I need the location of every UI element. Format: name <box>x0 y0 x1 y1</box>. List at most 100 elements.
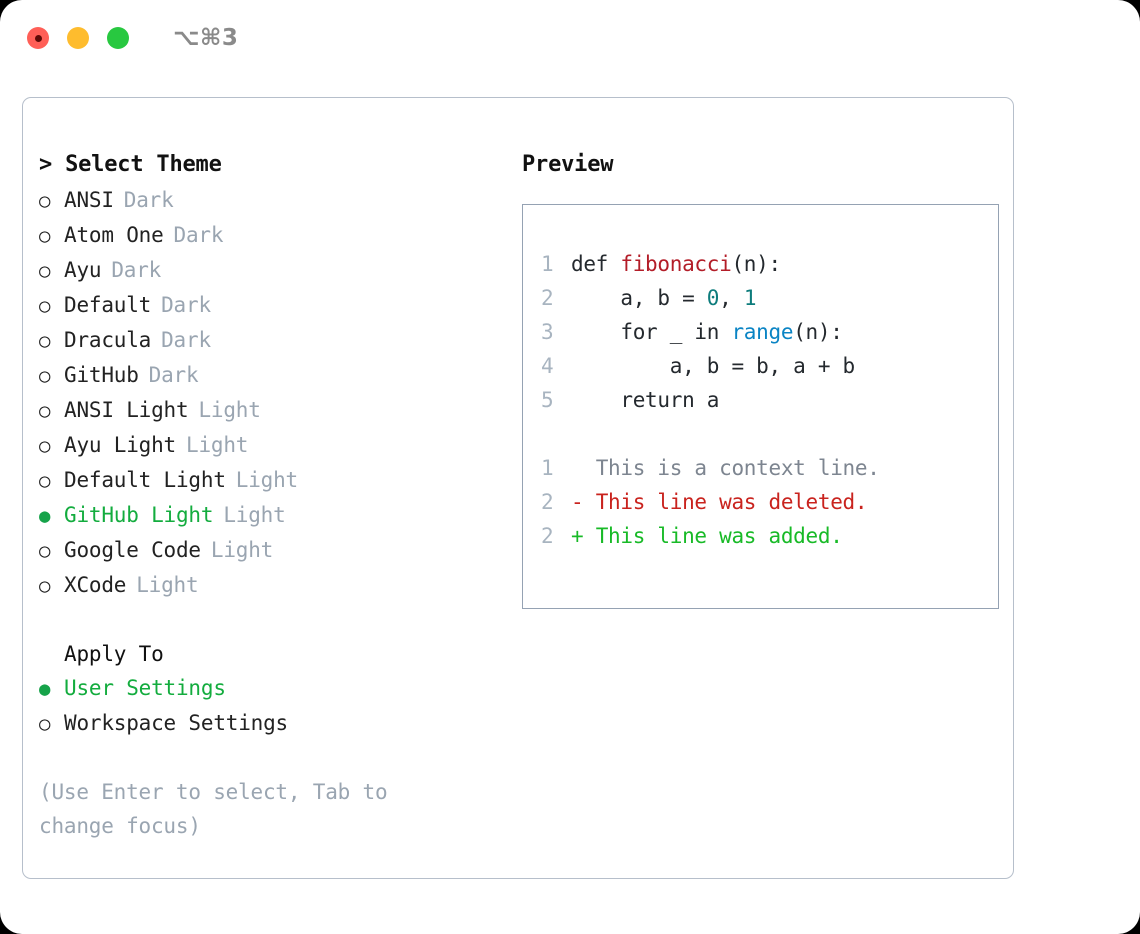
close-button[interactable] <box>27 27 49 49</box>
theme-option-default[interactable]: ○ Default Dark <box>39 288 501 323</box>
title-bar: ⌥⌘3 <box>0 0 1140 76</box>
theme-option-label: Ayu Light <box>64 433 176 457</box>
keyboard-shortcut-label: ⌥⌘3 <box>173 25 239 51</box>
theme-variant-tag: Dark <box>148 363 199 387</box>
radio-unselected-icon: ○ <box>39 330 51 352</box>
list-spacer <box>39 603 501 637</box>
diff-line: 2- This line was deleted. <box>541 485 998 519</box>
line-number: 3 <box>541 320 554 344</box>
radio-unselected-icon: ○ <box>39 225 51 247</box>
radio-unselected-icon: ○ <box>39 260 51 282</box>
theme-option-ansi-light[interactable]: ○ ANSI Light Light <box>39 393 501 428</box>
line-number: 4 <box>541 354 554 378</box>
apply-to-option-label: Workspace Settings <box>64 711 288 735</box>
radio-selected-icon: ● <box>39 678 51 700</box>
maximize-button[interactable] <box>107 27 129 49</box>
theme-variant-tag: Dark <box>123 188 174 212</box>
diff-sample: 1 This is a context line.2- This line wa… <box>541 451 998 553</box>
theme-variant-tag: Light <box>235 468 298 492</box>
radio-unselected-icon: ○ <box>39 190 51 212</box>
theme-option-label: Default <box>64 293 152 317</box>
apply-to-option-label: User Settings <box>64 676 226 700</box>
radio-unselected-icon: ○ <box>39 400 51 422</box>
code-line-content: a, b = b, a + b <box>571 349 855 383</box>
code-token: a, b = b, a + b <box>571 354 855 378</box>
apply-to-list[interactable]: ● User Settings ○ Workspace Settings <box>39 671 501 741</box>
theme-option-ansi[interactable]: ○ ANSI Dark <box>39 183 501 218</box>
diff-sign: + <box>571 524 596 548</box>
code-token: 0 <box>706 286 720 310</box>
theme-option-atom-one[interactable]: ○ Atom One Dark <box>39 218 501 253</box>
radio-unselected-icon: ○ <box>39 435 51 457</box>
line-number: 5 <box>541 388 554 412</box>
theme-variant-tag: Light <box>186 433 249 457</box>
theme-variant-tag: Dark <box>111 258 162 282</box>
code-token: , <box>719 286 744 310</box>
theme-option-label: ANSI Light <box>64 398 189 422</box>
code-line: 4 a, b = b, a + b <box>541 349 998 383</box>
theme-option-label: Ayu <box>64 258 102 282</box>
theme-option-label: GitHub Light <box>64 503 214 527</box>
code-token: (n): <box>793 320 843 344</box>
diff-line: 1 This is a context line. <box>541 451 998 485</box>
apply-to-option-user-settings[interactable]: ● User Settings <box>39 671 501 706</box>
radio-unselected-icon: ○ <box>39 540 51 562</box>
code-token: return a <box>571 388 720 412</box>
theme-variant-tag: Dark <box>173 223 224 247</box>
theme-option-label: Atom One <box>64 223 164 247</box>
diff-sign <box>571 451 596 485</box>
theme-option-google-code[interactable]: ○ Google Code Light <box>39 533 501 568</box>
theme-option-github-light[interactable]: ● GitHub Light Light <box>39 498 501 533</box>
theme-variant-tag: Light <box>223 503 286 527</box>
code-line: 5 return a <box>541 383 998 417</box>
theme-variant-tag: Light <box>198 398 261 422</box>
preview-title: Preview <box>522 152 614 177</box>
radio-unselected-icon: ○ <box>39 295 51 317</box>
theme-option-label: ANSI <box>64 188 114 212</box>
code-token: for _ in <box>571 320 732 344</box>
radio-selected-icon: ● <box>39 505 51 527</box>
line-number: 1 <box>541 252 554 276</box>
theme-option-label: XCode <box>64 573 127 597</box>
diff-line-content: This is a context line. <box>595 456 880 480</box>
code-token: 1 <box>743 286 757 310</box>
window-controls <box>27 27 129 49</box>
radio-unselected-icon: ○ <box>39 575 51 597</box>
code-line-content: a, b = 0, 1 <box>571 281 756 315</box>
theme-variant-tag: Light <box>210 538 274 562</box>
diff-line-content: This line was added. <box>595 524 843 548</box>
recording-dot-icon <box>34 34 42 42</box>
code-line-content: return a <box>571 383 719 417</box>
theme-option-dracula[interactable]: ○ Dracula Dark <box>39 323 501 358</box>
diff-line: 2 + This line was added. <box>541 519 998 553</box>
theme-option-label: Google Code <box>64 538 201 562</box>
code-line: 2 a, b = 0, 1 <box>541 281 998 315</box>
theme-option-label: Dracula <box>64 328 152 352</box>
theme-variant-tag: Dark <box>161 293 211 317</box>
line-number: 2 <box>541 524 554 548</box>
apply-to-option-workspace-settings[interactable]: ○ Workspace Settings <box>39 706 501 741</box>
radio-unselected-icon: ○ <box>39 713 51 735</box>
minimize-button[interactable] <box>67 27 89 49</box>
select-theme-header: > Select Theme <box>39 152 222 177</box>
theme-option-ayu[interactable]: ○ Ayu Dark <box>39 253 501 288</box>
code-token: a, b = <box>571 286 707 310</box>
theme-option-label: Default Light <box>64 468 226 492</box>
code-line: 3 for _ in range(n): <box>541 315 998 349</box>
diff-sign: - <box>571 490 596 514</box>
keyboard-hint-text: (Use Enter to select, Tab to change focu… <box>39 780 388 838</box>
code-token: fibonacci <box>620 252 732 276</box>
theme-variant-tag: Dark <box>161 328 211 352</box>
theme-option-ayu-light[interactable]: ○ Ayu Light Light <box>39 428 501 463</box>
line-number: 1 <box>541 456 554 480</box>
